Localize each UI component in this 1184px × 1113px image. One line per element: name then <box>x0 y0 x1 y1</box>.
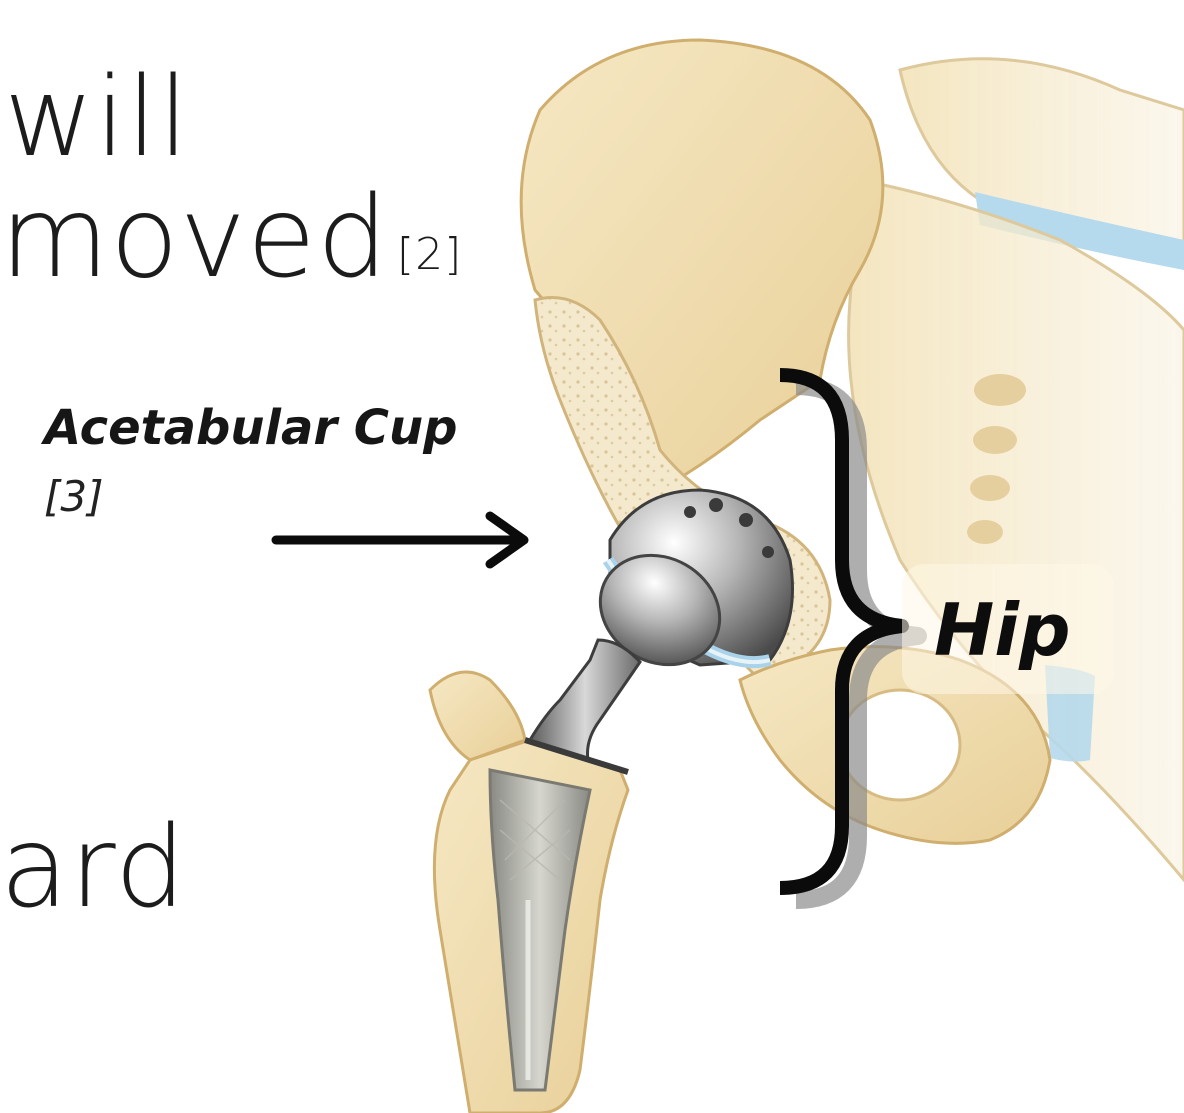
body-text-line-1-text: will <box>4 53 190 181</box>
body-text-citation: [2] <box>397 229 462 280</box>
body-text-line-2-text: moved <box>0 173 389 303</box>
acetabular-cup-label: Acetabular Cup <box>44 400 458 456</box>
body-text-line-3-text: ard <box>0 803 187 933</box>
hip-label: Hip <box>934 588 1070 672</box>
body-text-line-2: moved[2] <box>0 182 462 294</box>
acetabular-cup-citation: [3] <box>44 472 104 521</box>
body-text-line-3: ard <box>0 812 187 924</box>
body-text-line-1: will <box>4 62 190 172</box>
femoral-neck-implant <box>530 640 640 760</box>
arrow-right-icon <box>276 516 524 564</box>
